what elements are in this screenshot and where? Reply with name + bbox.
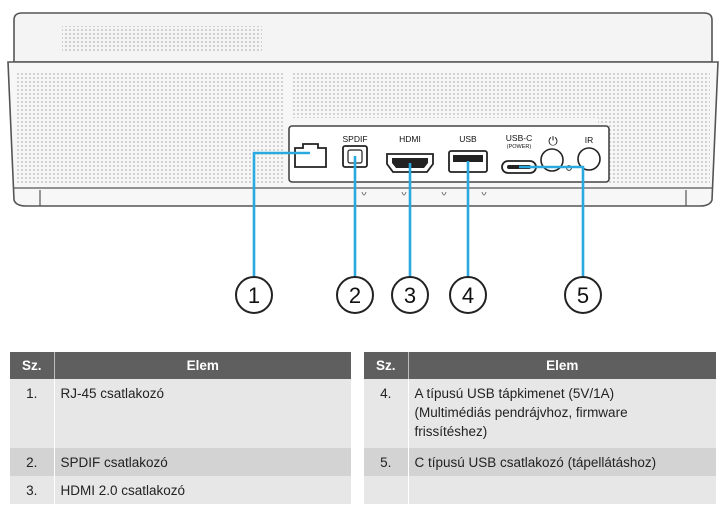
left-vent-grille bbox=[16, 72, 284, 184]
header-item: Elem bbox=[54, 352, 351, 379]
row-item: A típusú USB tápkimenet (5V/1A) (Multimé… bbox=[408, 379, 716, 448]
row-number: 1. bbox=[10, 379, 55, 448]
table-row: 5. C típusú USB csatlakozó (tápellátásho… bbox=[364, 448, 716, 476]
table-row: 1. RJ-45 csatlakozó bbox=[10, 379, 351, 448]
row-item: HDMI 2.0 csatlakozó bbox=[54, 476, 351, 504]
row-number: 5. bbox=[364, 448, 409, 476]
ports-table-left: Sz. Elem 1. RJ-45 csatlakozó 2. SPDIF cs… bbox=[10, 352, 351, 504]
usbc-power-label: (POWER) bbox=[507, 144, 532, 150]
table-row bbox=[364, 476, 716, 504]
power-symbol-label: ⏻ bbox=[548, 134, 558, 148]
row-item-line: A típusú USB tápkimenet (5V/1A) bbox=[414, 386, 615, 401]
svg-text:4: 4 bbox=[462, 283, 474, 308]
header-item: Elem bbox=[408, 352, 716, 379]
projector-body bbox=[7, 12, 719, 207]
table-row: 3. HDMI 2.0 csatlakozó bbox=[10, 476, 351, 504]
row-number: 3. bbox=[10, 476, 55, 504]
top-right-vent-grille bbox=[292, 72, 710, 118]
row-item: RJ-45 csatlakozó bbox=[54, 379, 351, 448]
row-item bbox=[408, 476, 716, 504]
row-item-line: (Multimédiás pendrájvhoz, firmware bbox=[414, 405, 628, 420]
table-header-row: Sz. Elem bbox=[364, 352, 716, 379]
callout-1: 1 bbox=[235, 276, 273, 314]
ir-label: IR bbox=[585, 135, 594, 145]
top-vent-grille bbox=[62, 26, 262, 52]
row-item-line: frissítéshez) bbox=[414, 424, 488, 439]
table-row: 2. SPDIF csatlakozó bbox=[10, 448, 351, 476]
row-number bbox=[364, 476, 409, 504]
hdmi-label: HDMI bbox=[399, 134, 421, 144]
header-number: Sz. bbox=[10, 352, 55, 379]
callout-2: 2 bbox=[336, 276, 374, 314]
rj45-port bbox=[294, 143, 327, 168]
right-vent-grille bbox=[598, 118, 710, 184]
usbc-label: USB-C bbox=[506, 133, 532, 143]
row-number: 4. bbox=[364, 379, 409, 448]
usb-label: USB bbox=[459, 134, 477, 144]
row-number: 2. bbox=[10, 448, 55, 476]
header-number: Sz. bbox=[364, 352, 409, 379]
callout-4: 4 bbox=[449, 276, 487, 314]
table-header-row: Sz. Elem bbox=[10, 352, 351, 379]
row-item: C típusú USB csatlakozó (tápellátáshoz) bbox=[408, 448, 716, 476]
svg-text:3: 3 bbox=[404, 283, 416, 308]
row-item: SPDIF csatlakozó bbox=[54, 448, 351, 476]
svg-text:2: 2 bbox=[349, 283, 361, 308]
svg-text:1: 1 bbox=[248, 283, 260, 308]
power-button bbox=[540, 148, 564, 172]
ports-table-right: Sz. Elem 4. A típusú USB tápkimenet (5V/… bbox=[364, 352, 716, 504]
svg-text:5: 5 bbox=[577, 283, 589, 308]
table-row: 4. A típusú USB tápkimenet (5V/1A) (Mult… bbox=[364, 379, 716, 448]
callout-leader-lines bbox=[252, 151, 585, 278]
projector-rear-panel-figure: SPDIF HDMI USB USB-C (POWER) ⏻ IR 1 2 3 … bbox=[7, 12, 719, 314]
ir-receiver bbox=[577, 147, 601, 171]
spdif-label: SPDIF bbox=[342, 134, 367, 144]
callout-5: 5 bbox=[564, 276, 602, 314]
callout-3: 3 bbox=[391, 276, 429, 314]
